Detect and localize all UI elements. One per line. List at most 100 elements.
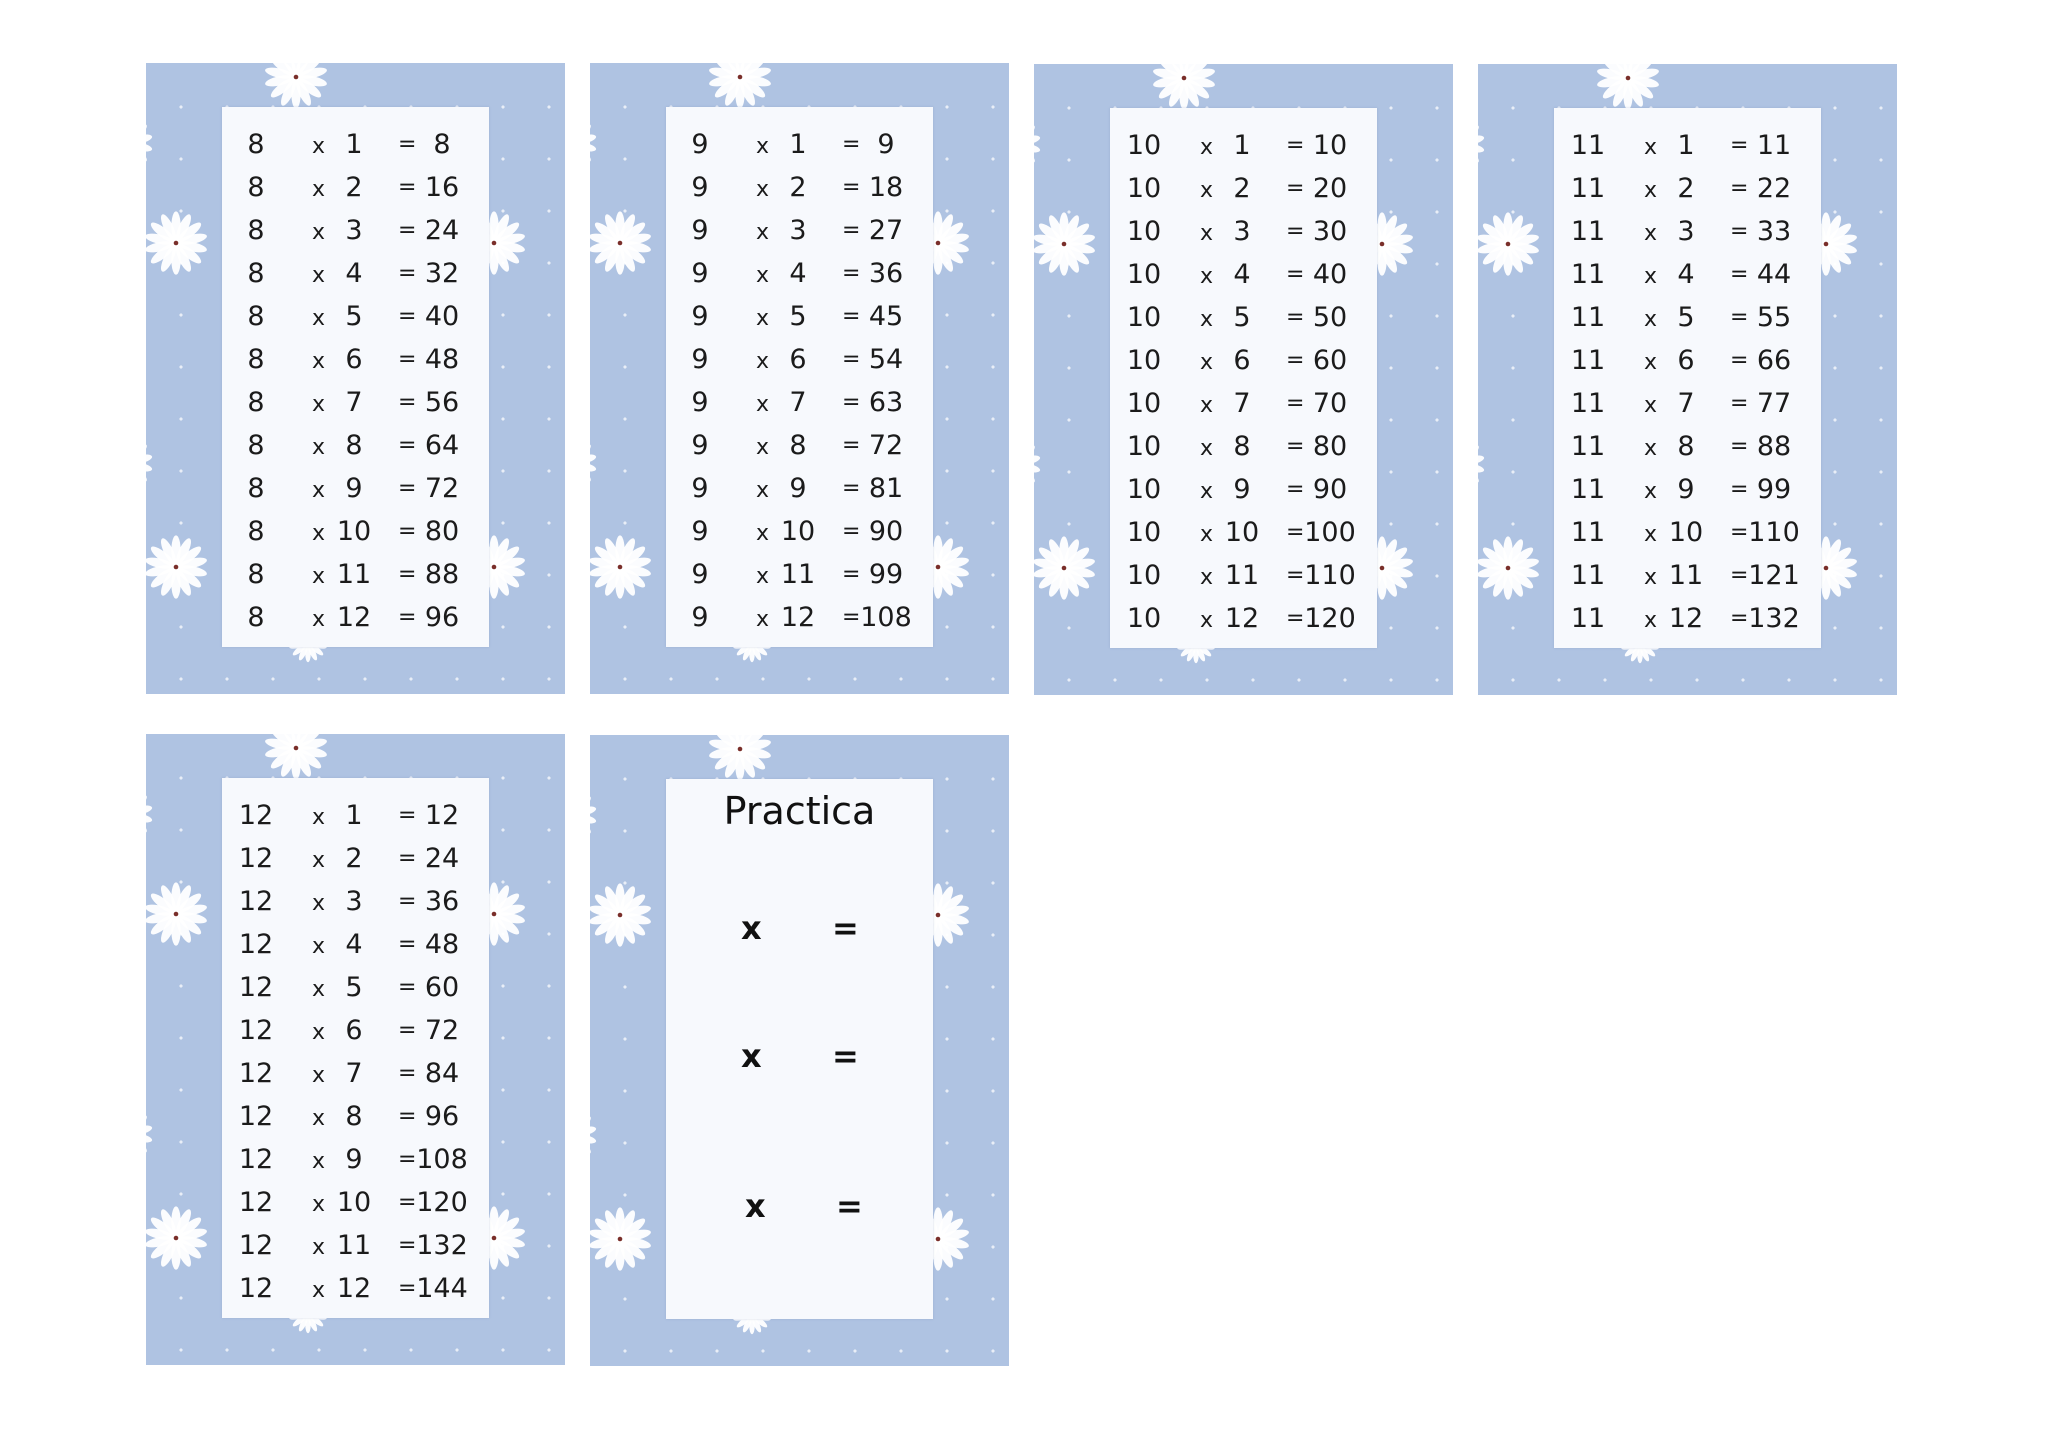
product: 36 bbox=[868, 258, 904, 289]
product: 96 bbox=[424, 602, 460, 633]
times-symbol: x bbox=[312, 220, 326, 245]
times-symbol: x bbox=[756, 435, 770, 460]
factor-a: 12 bbox=[238, 1058, 274, 1089]
times-symbol: x bbox=[312, 134, 326, 159]
product: 80 bbox=[424, 516, 460, 547]
factor-a: 9 bbox=[691, 301, 709, 332]
factor-b: 12 bbox=[336, 1273, 372, 1304]
product: 100 bbox=[1304, 517, 1356, 548]
equals-symbol: = bbox=[398, 132, 417, 157]
factor-a: 8 bbox=[247, 387, 265, 418]
daisy-flower-icon bbox=[263, 734, 329, 781]
times-symbol: x bbox=[312, 392, 326, 417]
times-symbol: x bbox=[1644, 393, 1658, 418]
factor-a: 8 bbox=[247, 258, 265, 289]
daisy-flower-icon bbox=[1034, 434, 1042, 494]
equals-symbol: = bbox=[398, 390, 417, 415]
equals-symbol: = bbox=[832, 909, 859, 947]
daisy-flower-icon bbox=[590, 113, 598, 173]
factor-b: 10 bbox=[780, 516, 816, 547]
product: 90 bbox=[1312, 474, 1348, 505]
factor-b: 4 bbox=[1677, 259, 1695, 290]
times-symbol: x bbox=[1644, 479, 1658, 504]
daisy-flower-icon bbox=[1595, 64, 1661, 111]
factor-b: 11 bbox=[1668, 560, 1704, 591]
factor-a: 8 bbox=[247, 473, 265, 504]
factor-b: 6 bbox=[345, 344, 363, 375]
factor-b: 3 bbox=[789, 215, 807, 246]
times-symbol: x bbox=[312, 306, 326, 331]
factor-b: 3 bbox=[345, 215, 363, 246]
factor-a: 9 bbox=[691, 129, 709, 160]
factor-a: 9 bbox=[691, 344, 709, 375]
equals-symbol: = bbox=[1730, 391, 1749, 416]
times-symbol: x bbox=[741, 1037, 762, 1075]
times-symbol: x bbox=[756, 564, 770, 589]
equals-symbol: = bbox=[842, 562, 861, 587]
times-symbol: x bbox=[756, 220, 770, 245]
factor-b: 11 bbox=[1224, 560, 1260, 591]
equals-symbol: = bbox=[842, 390, 861, 415]
practice-line: x = bbox=[666, 1037, 933, 1077]
factor-a: 8 bbox=[247, 215, 265, 246]
times-symbol: x bbox=[312, 1149, 326, 1174]
times-symbol: x bbox=[312, 1020, 326, 1045]
times-symbol: x bbox=[1200, 479, 1214, 504]
product: 120 bbox=[416, 1187, 468, 1218]
times-symbol: x bbox=[1200, 178, 1214, 203]
factor-b: 3 bbox=[345, 886, 363, 917]
factor-a: 11 bbox=[1570, 603, 1606, 634]
daisy-flower-icon bbox=[590, 210, 653, 276]
factor-a: 12 bbox=[238, 1015, 274, 1046]
factor-a: 10 bbox=[1126, 345, 1162, 376]
equals-symbol: = bbox=[398, 562, 417, 587]
factor-a: 8 bbox=[247, 559, 265, 590]
equals-symbol: = bbox=[1730, 305, 1749, 330]
times-symbol: x bbox=[745, 1187, 766, 1225]
factor-a: 12 bbox=[238, 800, 274, 831]
daisy-flower-icon bbox=[146, 1104, 154, 1164]
times-symbol: x bbox=[312, 1278, 326, 1303]
equals-symbol: = bbox=[398, 261, 417, 286]
product: 56 bbox=[424, 387, 460, 418]
product: 88 bbox=[1756, 431, 1792, 462]
equals-symbol: = bbox=[1286, 348, 1305, 373]
equals-symbol: = bbox=[1730, 563, 1749, 588]
equals-symbol: = bbox=[842, 433, 861, 458]
factor-a: 11 bbox=[1570, 216, 1606, 247]
daisy-flower-icon bbox=[590, 534, 653, 600]
times-symbol: x bbox=[1644, 178, 1658, 203]
equals-symbol: = bbox=[1730, 434, 1749, 459]
daisy-flower-icon bbox=[1034, 535, 1097, 601]
product: 121 bbox=[1748, 560, 1800, 591]
daisy-flower-icon bbox=[146, 881, 209, 947]
times-symbol: x bbox=[1644, 608, 1658, 633]
product: 72 bbox=[424, 473, 460, 504]
daisy-flower-icon bbox=[1478, 434, 1486, 494]
daisy-flower-icon bbox=[707, 63, 773, 110]
daisy-flower-icon bbox=[1478, 535, 1541, 601]
product: 70 bbox=[1312, 388, 1348, 419]
factor-b: 1 bbox=[789, 129, 807, 160]
product: 12 bbox=[424, 800, 460, 831]
product: 64 bbox=[424, 430, 460, 461]
product: 60 bbox=[1312, 345, 1348, 376]
factor-a: 12 bbox=[238, 929, 274, 960]
factor-b: 1 bbox=[1233, 130, 1251, 161]
